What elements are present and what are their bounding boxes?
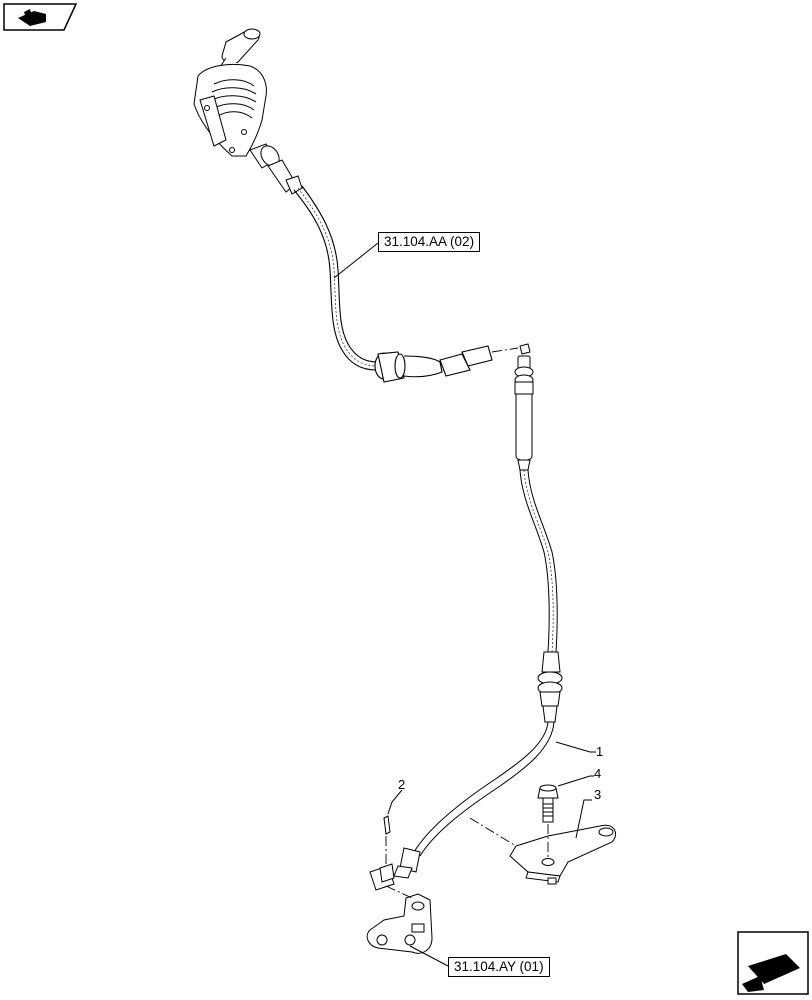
reference-box-upper[interactable]: 31.104.AA (02) [378, 232, 481, 252]
upper-shift-cable [293, 185, 493, 383]
callout-3: 3 [594, 787, 602, 802]
shift-lever-assembly [193, 28, 303, 195]
lever-bracket [509, 824, 616, 885]
callout-leaders [387, 741, 596, 967]
alignment-lines-upper [491, 347, 519, 353]
main-shift-cable [393, 343, 563, 879]
bolt [537, 784, 559, 823]
retaining-clip [369, 815, 395, 891]
lower-lever-bracket [366, 893, 433, 954]
callout-1: 1 [596, 744, 604, 759]
book-next-icon[interactable] [737, 931, 809, 995]
callout-2: 2 [398, 777, 406, 792]
alignment-lines-lower [385, 817, 549, 899]
reference-box-lower[interactable]: 31.104.AY (01) [448, 957, 550, 977]
book-prev-icon[interactable] [3, 3, 78, 31]
callout-4: 4 [594, 766, 602, 781]
